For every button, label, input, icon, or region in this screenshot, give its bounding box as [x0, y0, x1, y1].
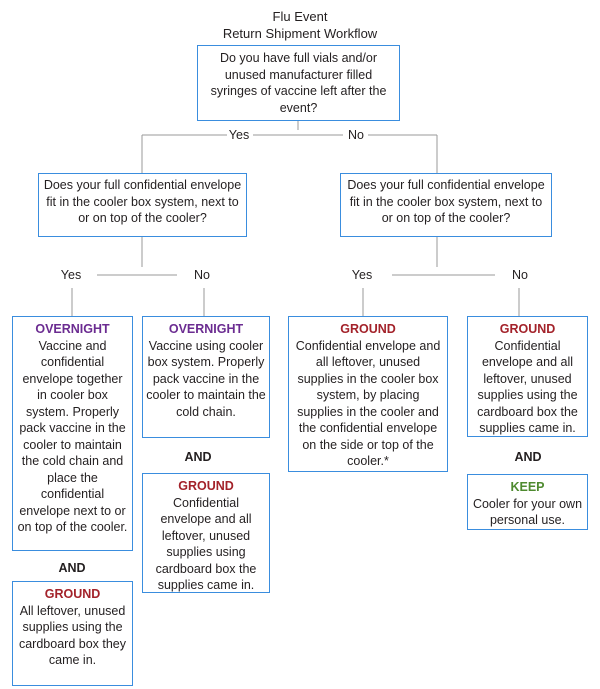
- left-no-label: No: [194, 268, 210, 282]
- right-question-box: Does your full confidential envelope fit…: [340, 173, 552, 237]
- outcome-text: Vaccine using cooler box system. Properl…: [146, 338, 266, 419]
- root-question-box: Do you have full vials and/or unused man…: [197, 45, 400, 121]
- and-label: AND: [514, 450, 542, 464]
- right-yes-label: Yes: [351, 268, 373, 282]
- outcome-ground-cardboard-box: GROUND Confidential envelope and all lef…: [467, 316, 588, 437]
- title-line-2: Return Shipment Workflow: [222, 26, 378, 41]
- ground-heading: GROUND: [178, 479, 234, 493]
- keep-heading: KEEP: [510, 480, 545, 494]
- diagram-title: Flu Event Return Shipment Workflow: [0, 8, 600, 42]
- and-label: AND: [58, 561, 86, 575]
- root-no-label: No: [348, 128, 364, 142]
- title-line-1: Flu Event: [272, 9, 328, 24]
- outcome-text: Cooler for your own personal use.: [472, 496, 583, 528]
- outcome-overnight-vaccine-box: OVERNIGHT Vaccine using cooler box syste…: [142, 316, 270, 438]
- ground-heading: GROUND: [499, 322, 556, 336]
- root-question-text: Do you have full vials and/or unused man…: [210, 51, 387, 115]
- outcome-ground-supplies-box: GROUND All leftover, unused supplies usi…: [12, 581, 133, 686]
- outcome-ground-envelope-box: GROUND Confidential envelope and all lef…: [142, 473, 270, 593]
- outcome-text: All leftover, unused supplies using the …: [18, 603, 126, 668]
- overnight-heading: OVERNIGHT: [35, 322, 110, 336]
- right-question-text: Does your full confidential envelope fit…: [347, 178, 545, 225]
- outcome-text: Vaccine and confidential envelope togeth…: [17, 338, 128, 535]
- overnight-heading: OVERNIGHT: [168, 322, 244, 336]
- left-question-text: Does your full confidential envelope fit…: [43, 178, 242, 225]
- right-no-label: No: [512, 268, 528, 282]
- outcome-text: Confidential envelope and all leftover, …: [477, 338, 578, 436]
- outcome-overnight-cooler-box: OVERNIGHT Vaccine and confidential envel…: [12, 316, 133, 551]
- root-yes-label: Yes: [228, 128, 250, 142]
- ground-heading: GROUND: [340, 322, 396, 336]
- left-yes-label: Yes: [60, 268, 82, 282]
- and-label: AND: [184, 450, 212, 464]
- outcome-keep-cooler-box: KEEP Cooler for your own personal use.: [467, 474, 588, 530]
- left-question-box: Does your full confidential envelope fit…: [38, 173, 247, 237]
- outcome-text: Confidential envelope and all leftover, …: [155, 495, 257, 593]
- outcome-text: Confidential envelope and all leftover, …: [295, 338, 441, 469]
- outcome-ground-cooler-box: GROUND Confidential envelope and all lef…: [288, 316, 448, 472]
- ground-heading: GROUND: [44, 587, 101, 601]
